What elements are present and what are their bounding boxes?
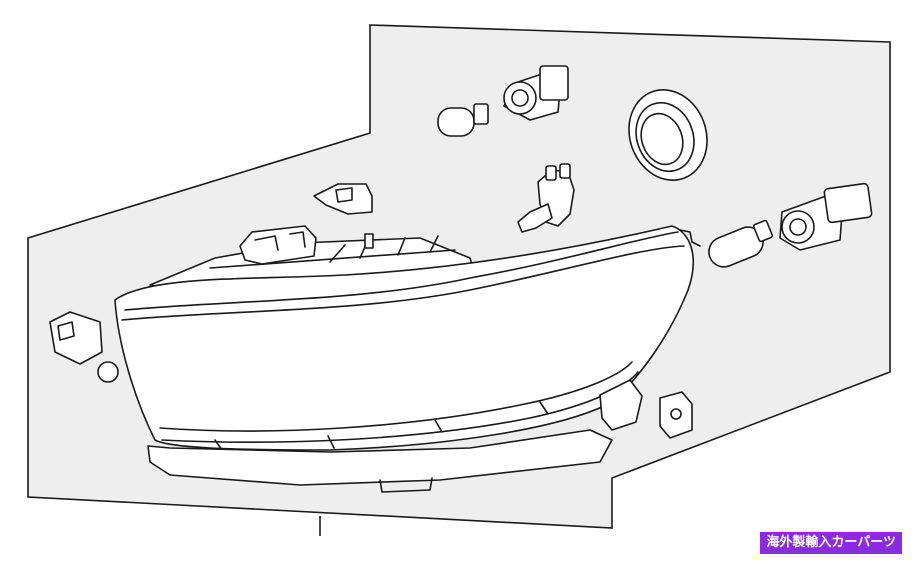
- bulb-socket-right: [779, 182, 873, 251]
- headlamp-assembly: [49, 225, 701, 493]
- seal-ring: [628, 89, 708, 181]
- brand-badge: 海外製輸入カーパーツ: [760, 532, 902, 554]
- small-clip: [659, 391, 693, 439]
- bulb-small-top: [437, 103, 489, 137]
- bulb-wedge-right: [708, 219, 774, 268]
- retaining-clip: [313, 183, 373, 215]
- bulb-socket-top: [503, 65, 569, 121]
- halogen-bulb: [517, 163, 575, 233]
